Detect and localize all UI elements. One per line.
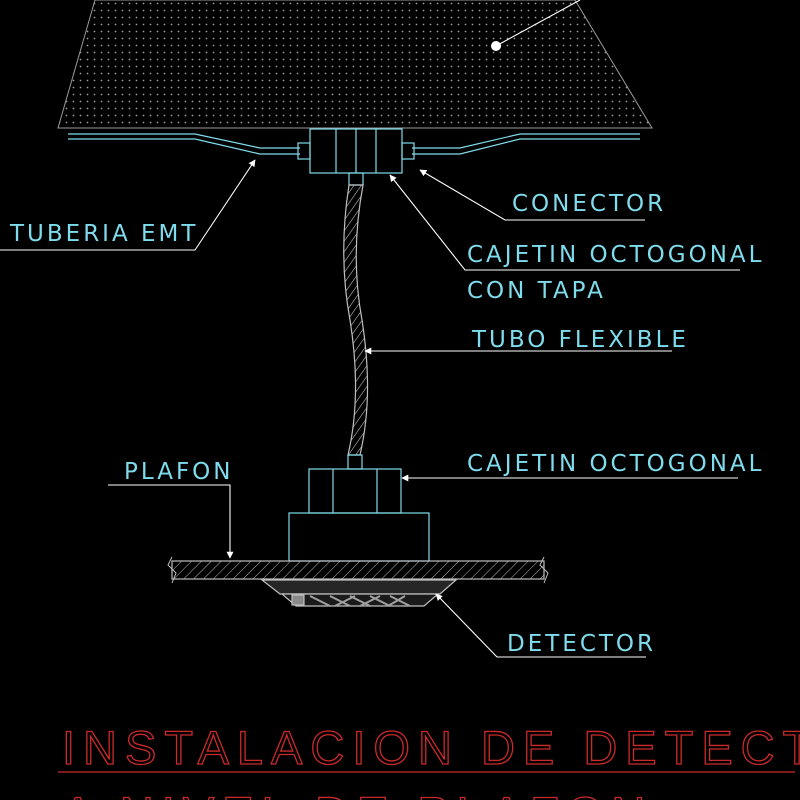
leader-slab-dot bbox=[491, 41, 501, 51]
leader-lines bbox=[0, 0, 740, 658]
label-cajetin-octogonal: CAJETIN OCTOGONAL bbox=[467, 451, 764, 477]
upper-octagonal-box bbox=[297, 128, 415, 186]
lower-octagonal-box bbox=[288, 454, 430, 562]
label-tubo-flexible: TUBO FLEXIBLE bbox=[471, 327, 689, 353]
label-cajetin-octogonal-tapa-1: CAJETIN OCTOGONAL bbox=[467, 242, 764, 268]
ceiling-board bbox=[167, 556, 549, 584]
emt-conduit bbox=[68, 133, 640, 155]
label-detector: DETECTOR bbox=[507, 631, 656, 657]
label-tuberia-emt: TUBERIA EMT bbox=[9, 221, 198, 247]
drawing-title-line1: INSTALACION DE DETECTOR bbox=[62, 721, 800, 774]
leader-cajetin-tapa bbox=[389, 174, 740, 271]
label-conector: CONECTOR bbox=[512, 191, 666, 217]
leader-connector bbox=[419, 169, 645, 221]
label-cajetin-octogonal-tapa-2: CON TAPA bbox=[467, 278, 606, 304]
drawing-title-line2: A NIVEL DE PLAFON bbox=[62, 787, 653, 800]
label-plafon: PLAFON bbox=[124, 459, 233, 485]
leader-detector bbox=[435, 593, 646, 658]
smoke-detector bbox=[260, 579, 458, 607]
leader-plafon bbox=[108, 484, 234, 559]
flexible-conduit bbox=[343, 184, 369, 456]
leader-slab bbox=[495, 0, 581, 47]
leader-tuberia bbox=[0, 159, 256, 251]
ceiling-slab bbox=[57, 0, 653, 129]
